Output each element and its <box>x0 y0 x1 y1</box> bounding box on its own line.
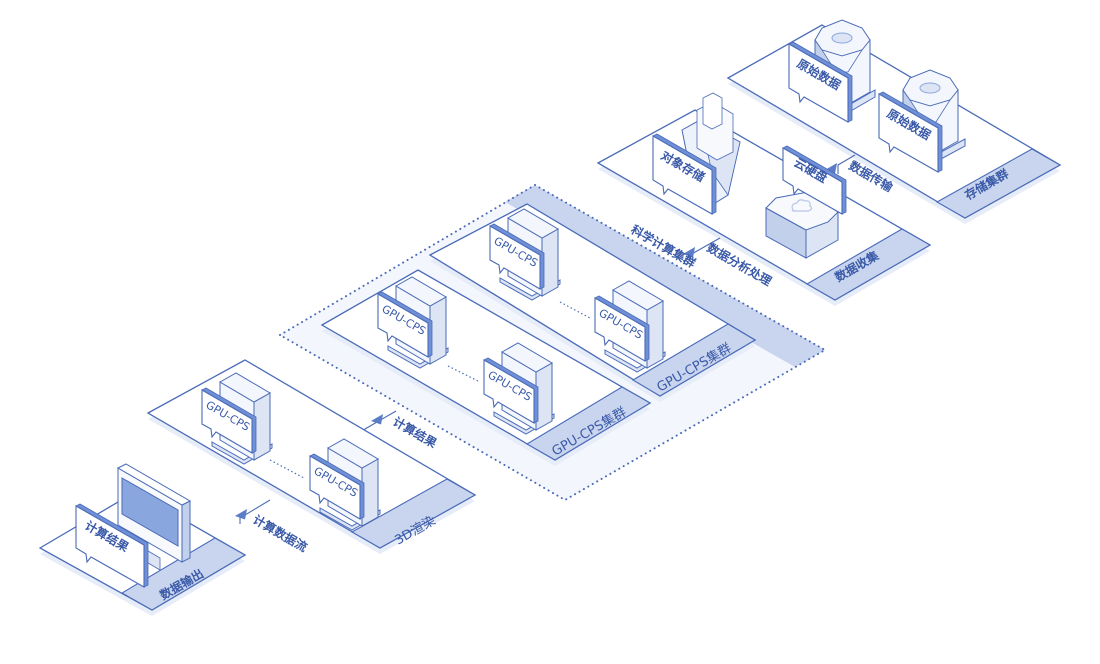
tag-raw-data-2: 原始数据 <box>878 91 943 173</box>
arrow-icon <box>370 414 384 425</box>
tag-raw-data-1: 原始数据 <box>788 41 853 123</box>
gpu-servers: GPU-CPS GPU-CPS GPU-CPS GPU-CPS GPU-CPS GPU-C… <box>201 208 666 531</box>
gpu-server: GPU-CPS <box>377 276 449 369</box>
monitor-screen <box>121 477 179 547</box>
gpu-cps-tag: GPU-CPS <box>483 357 539 424</box>
server-link-dotted <box>559 301 591 319</box>
zone-storage: 存储集群 原始数据 原始数据 <box>726 19 1062 224</box>
gpu-cps-tag: GPU-CPS <box>377 291 433 358</box>
collection-label-strip <box>805 228 932 301</box>
monitor-icon <box>116 463 192 571</box>
server-link-dotted <box>269 459 305 479</box>
storage-label-strip <box>935 148 1062 219</box>
tag-compute-result: 计算结果 <box>75 503 149 588</box>
flow-compute-data-stream: 计算数据流 <box>234 499 310 555</box>
zone-output: 数据输出 计算结果 <box>38 463 247 616</box>
gpu-server: GPU-CPS <box>201 372 273 465</box>
zone-background <box>280 185 825 500</box>
scientific-label-strip <box>505 185 825 367</box>
arrow-icon <box>682 247 696 258</box>
connector-line <box>837 154 856 174</box>
gpu-cps-tag: GPU-CPS <box>489 223 545 290</box>
gpu-server: GPU-CPS <box>483 342 555 435</box>
render-label-strip <box>350 478 477 549</box>
gpu-server: GPU-CPS <box>594 280 666 373</box>
cluster-label-strip <box>525 386 652 461</box>
zone-collection: 数据收集 对象存储 云硬盘 <box>596 92 932 306</box>
zone-dotted-border <box>278 183 828 502</box>
flow-label: 计算数据流 <box>251 512 310 555</box>
gpu-server: GPU-CPS <box>309 438 381 531</box>
gpu-cps-tag: GPU-CPS <box>594 295 650 362</box>
output-label-strip <box>120 537 247 611</box>
connector-line <box>239 499 271 524</box>
cluster-label-strip <box>631 323 757 397</box>
arrow-icon <box>234 509 248 520</box>
gpu-cps-tag: GPU-CPS <box>201 387 257 454</box>
gpu-cps-tag: GPU-CPS <box>309 453 365 520</box>
gpu-server: GPU-CPS <box>489 208 561 301</box>
